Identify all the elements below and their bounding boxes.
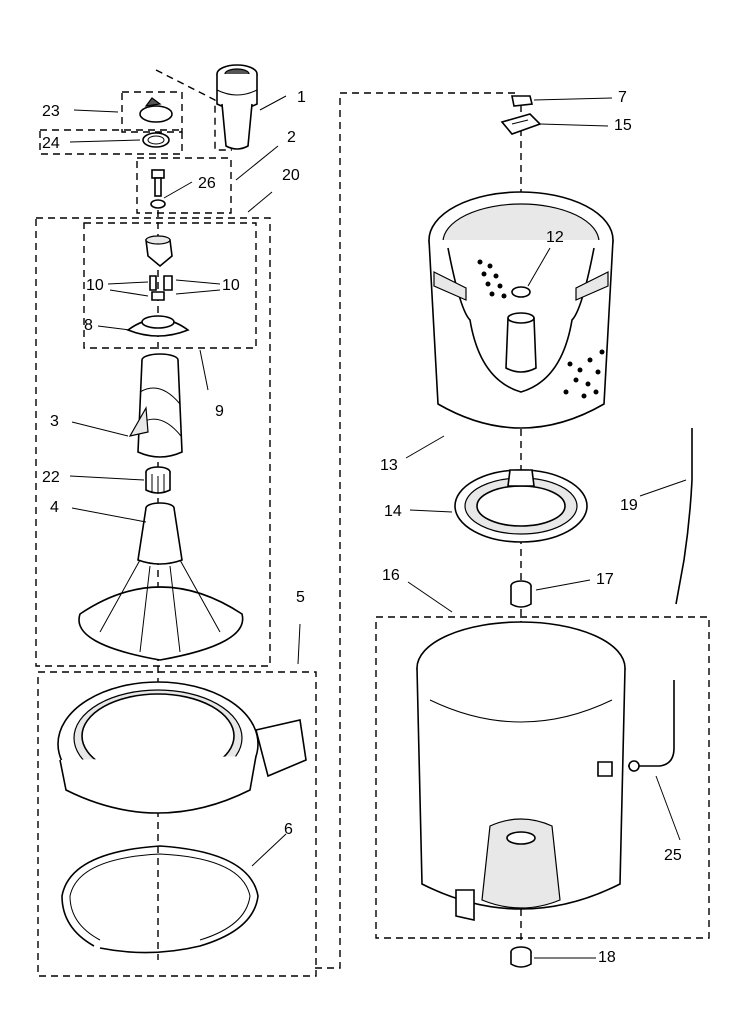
callout-17: 17 [596,571,614,588]
callout-12: 12 [546,229,564,246]
part-12-hub-nut [511,286,531,298]
callout-23: 23 [42,103,60,120]
callout-3: 3 [50,413,59,430]
part-9-cam-assembly [145,235,173,268]
part-14-hub-ring [454,469,588,543]
part-15-clamp [500,113,542,135]
callout-26: 26 [198,175,216,192]
part-6-snap-ring [61,845,259,954]
part-5-tub-ring [57,681,307,814]
callout-20: 20 [282,167,300,184]
group-box-2-26 [136,157,232,214]
group-box-9 [83,222,257,349]
callout-10-right: 10 [222,277,240,294]
part-19-hose [675,428,693,605]
part-24-seal-ring [142,132,170,148]
part-8-ratchet [126,315,190,337]
callout-16: 16 [382,567,400,584]
callout-18: 18 [598,949,616,966]
callout-14: 14 [384,503,402,520]
part-10-dogs [149,275,173,301]
group-box-16 [375,616,710,939]
part-25-drain-pipe [628,680,675,772]
callout-4: 4 [50,499,59,516]
callout-24: 24 [42,135,60,152]
callout-6: 6 [284,821,293,838]
basket-holes-left [477,259,507,299]
callout-7: 7 [618,89,627,106]
callout-8: 8 [84,317,93,334]
group-box-24 [39,129,183,155]
part-17-seal [510,580,532,608]
callout-19: 19 [620,497,638,514]
callout-13: 13 [380,457,398,474]
group-box-20 [35,217,271,667]
callout-1: 1 [297,89,306,106]
part-26-bolt [150,169,166,209]
callout-15: 15 [614,117,632,134]
part-7-nut [511,95,533,107]
part-22-coupler [145,466,171,494]
basket-holes-right [563,349,605,399]
group-box-5 [37,671,317,977]
callout-9: 9 [215,403,224,420]
part-18-bushing [510,946,532,968]
part-13-spin-basket [428,191,614,429]
callout-10-left: 10 [86,277,104,294]
callout-5: 5 [296,589,305,606]
callout-25: 25 [664,847,682,864]
part-4-agitator-base [78,502,244,661]
part-23-clip [139,97,173,123]
part-1-dispenser-cap [216,64,258,150]
connector-dashed-path [155,69,520,969]
callout-22: 22 [42,469,60,486]
part-3-agitator-barrel [128,353,183,458]
leader-lines [69,95,687,959]
part-16-outer-tub [416,621,626,921]
callout-2: 2 [287,129,296,146]
